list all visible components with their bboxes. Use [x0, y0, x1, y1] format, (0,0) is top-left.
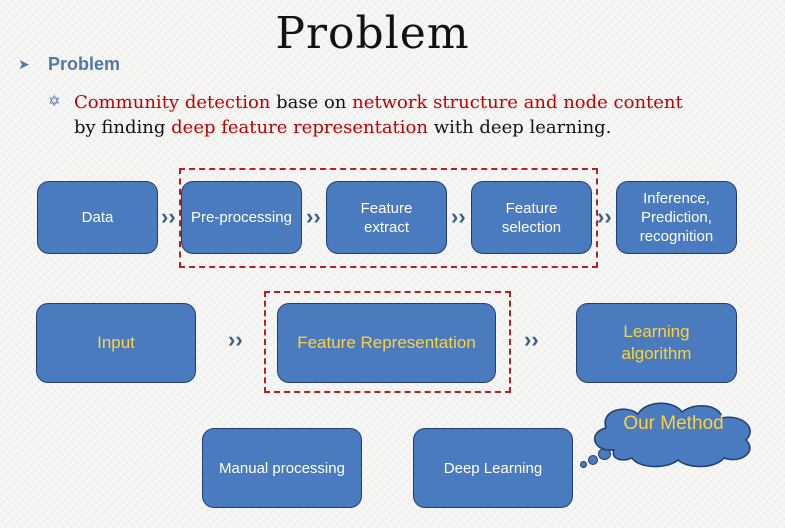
- chevron-right-icon: ››: [306, 204, 321, 229]
- manual-processing-box: Manual processing: [202, 428, 362, 508]
- arrow-bullet-icon: ➤: [18, 55, 30, 72]
- chevron-right-icon: ››: [228, 327, 243, 352]
- our-method-label: Our Method: [623, 413, 724, 434]
- thought-dot: [588, 455, 598, 465]
- preprocessing-box: Pre-processing: [181, 181, 302, 254]
- star-bullet-icon: ✡: [48, 93, 61, 110]
- chevron-right-icon: ››: [161, 204, 176, 229]
- bullet-problem: ➤ Problem: [18, 52, 120, 76]
- problem-statement: ✡ Community detection base on network st…: [48, 90, 748, 140]
- statement-part-2: base on: [270, 92, 353, 113]
- data-box: Data: [37, 181, 158, 254]
- statement-part-6: with deep learning.: [427, 117, 612, 138]
- learning-algorithm-box: Learning algorithm: [576, 303, 737, 383]
- representation-highlight-frame: [264, 291, 511, 393]
- feature-selection-box: Feature selection: [471, 181, 592, 254]
- cloud-shape: [594, 402, 751, 468]
- input-box: Input: [36, 303, 196, 383]
- statement-part-3: network structure and node content: [352, 92, 683, 113]
- deep-learning-box: Deep Learning: [413, 428, 573, 508]
- statement-part-5: deep feature representation: [171, 117, 428, 138]
- bullet-heading: Problem: [48, 53, 121, 74]
- feature-representation-box: Feature Representation: [277, 303, 496, 383]
- statement-part-4: by finding: [74, 117, 172, 138]
- pipeline-highlight-frame: [179, 168, 598, 268]
- statement-part-1: Community detection: [74, 92, 271, 113]
- thought-dot: [580, 461, 587, 468]
- chevron-right-icon: ››: [524, 327, 539, 352]
- slide-title: Problem: [275, 8, 470, 59]
- chevron-right-icon: ››: [597, 204, 612, 229]
- chevron-right-icon: ››: [451, 204, 466, 229]
- inference-box: Inference, Prediction, recognition: [616, 181, 737, 254]
- our-method-cloud: Our Method: [586, 398, 761, 470]
- feature-extract-box: Feature extract: [326, 181, 447, 254]
